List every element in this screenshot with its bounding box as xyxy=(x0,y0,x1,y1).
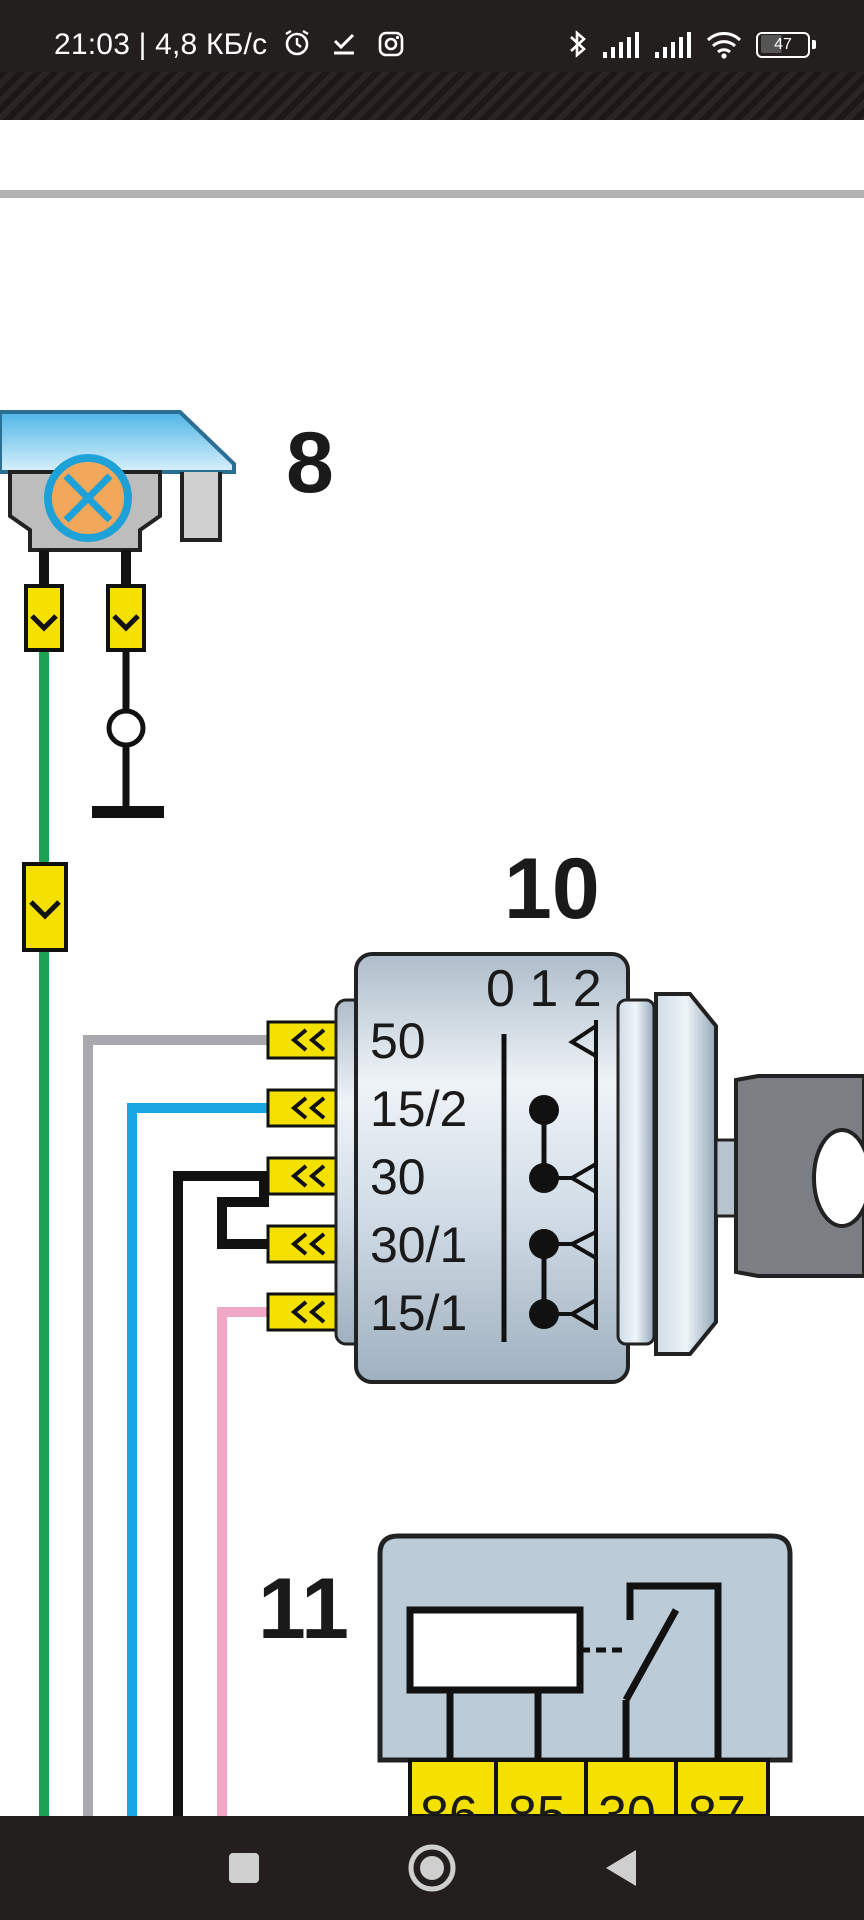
status-right: 47 xyxy=(568,28,816,60)
wiring-diagram[interactable]: 8 10 0 1 2 xyxy=(0,120,864,1816)
instagram-icon xyxy=(378,31,404,57)
separator-line xyxy=(0,190,864,198)
battery-icon: 47 xyxy=(756,32,816,58)
signal-1-icon xyxy=(602,32,639,58)
home-button[interactable] xyxy=(400,1836,464,1900)
terminal-50: 50 xyxy=(370,1013,426,1069)
bluetooth-icon xyxy=(570,30,587,58)
terminal-15-1: 15/1 xyxy=(370,1285,467,1341)
label-10: 10 xyxy=(504,841,600,937)
ignition-switch-10[interactable]: 0 1 2 50 15/2 30 30/1 15/1 xyxy=(266,952,864,1384)
relay-pin-85: 85 xyxy=(508,1786,566,1816)
terminal-30: 30 xyxy=(370,1149,426,1205)
signal-2-icon xyxy=(655,32,692,58)
recent-apps-button[interactable] xyxy=(212,1836,276,1900)
terminal-15-2: 15/2 xyxy=(370,1081,467,1137)
home-circle-icon xyxy=(408,1844,456,1892)
status-left: 21:03 | 4,8 КБ/с xyxy=(54,28,405,62)
status-time: 21:03 | 4,8 КБ/с xyxy=(54,28,268,61)
alarm-icon xyxy=(285,29,309,56)
square-icon xyxy=(229,1853,259,1883)
relay-pin-86: 86 xyxy=(420,1786,478,1816)
toolbar-band xyxy=(0,72,864,120)
battery-level: 47 xyxy=(761,35,805,53)
wire-pink xyxy=(217,1307,272,1816)
terminal-30-1: 30/1 xyxy=(370,1217,467,1273)
key-icon xyxy=(734,1074,864,1278)
wire-blue xyxy=(127,1103,272,1816)
relay-11[interactable]: 86 85 30 87 xyxy=(377,1533,793,1816)
label-8: 8 xyxy=(286,415,334,511)
switch-terminals xyxy=(266,1020,338,1332)
wifi-icon xyxy=(706,32,741,59)
wire-black xyxy=(173,1171,272,1816)
relay-pin-30: 30 xyxy=(598,1786,656,1816)
back-button[interactable] xyxy=(590,1836,654,1900)
switch-positions: 0 1 2 xyxy=(486,960,602,1018)
wire-gray xyxy=(83,1035,272,1816)
label-11: 11 xyxy=(258,1561,349,1657)
back-triangle-icon xyxy=(606,1850,636,1886)
navigation-bar xyxy=(0,1816,864,1920)
relay-pin-87: 87 xyxy=(688,1786,746,1816)
download-done-icon xyxy=(334,33,355,55)
lamp-component-8 xyxy=(0,410,236,952)
